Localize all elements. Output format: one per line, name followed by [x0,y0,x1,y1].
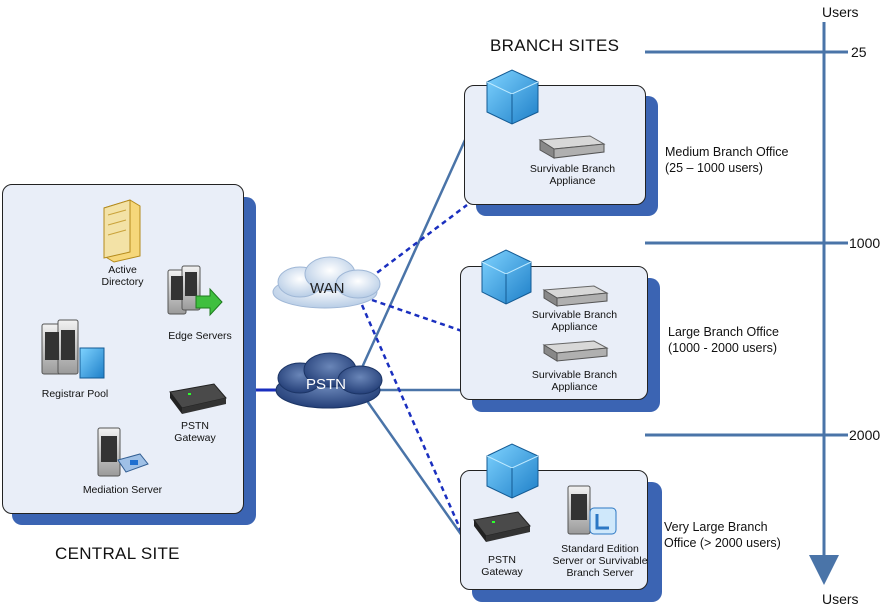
scale-mark-25: 25 [851,44,867,60]
registrar-pool-label: Registrar Pool [41,388,109,400]
large-branch-appliance-label-1: Survivable Branch Appliance [531,309,618,333]
wan-link-verylarge [360,304,467,541]
edge-servers-label: Edge Servers [168,330,232,342]
wan-label: WAN [310,280,345,297]
verylarge-branch-server-label: Standard Edition Server or Survivable Br… [552,543,648,579]
link-pstn-verylarge [363,397,467,541]
scale-bottom-label: Users [822,591,859,607]
mediation-server-label: Mediation Server [82,484,163,496]
medium-branch-appliance-label: Survivable Branch Appliance [529,163,616,187]
active-directory-label: Active Directory [101,264,144,288]
large-branch-description: Large Branch Office (1000 - 2000 users) [668,325,779,355]
pstn-label: PSTN [306,376,347,393]
verylarge-branch-description: Very Large Branch Office (> 2000 users) [664,520,781,550]
wan-link-large [371,298,466,334]
central-site-title: CENTRAL SITE [55,544,180,563]
central-pstn-gateway-label: PSTN Gateway [174,420,216,444]
wan-link-medium [369,204,468,279]
branch-sites-title: BRANCH SITES [490,36,620,55]
scale-mark-2000: 2000 [849,427,881,443]
medium-branch-description: Medium Branch Office (25 – 1000 users) [665,145,789,175]
link-pstn-medium [358,139,467,373]
scale-top-label: Users [822,4,859,20]
large-branch-appliance-label-2: Survivable Branch Appliance [531,369,618,393]
verylarge-branch-pstn-gateway-label: PSTN Gateway [481,554,523,578]
scale-mark-1000: 1000 [849,235,881,251]
